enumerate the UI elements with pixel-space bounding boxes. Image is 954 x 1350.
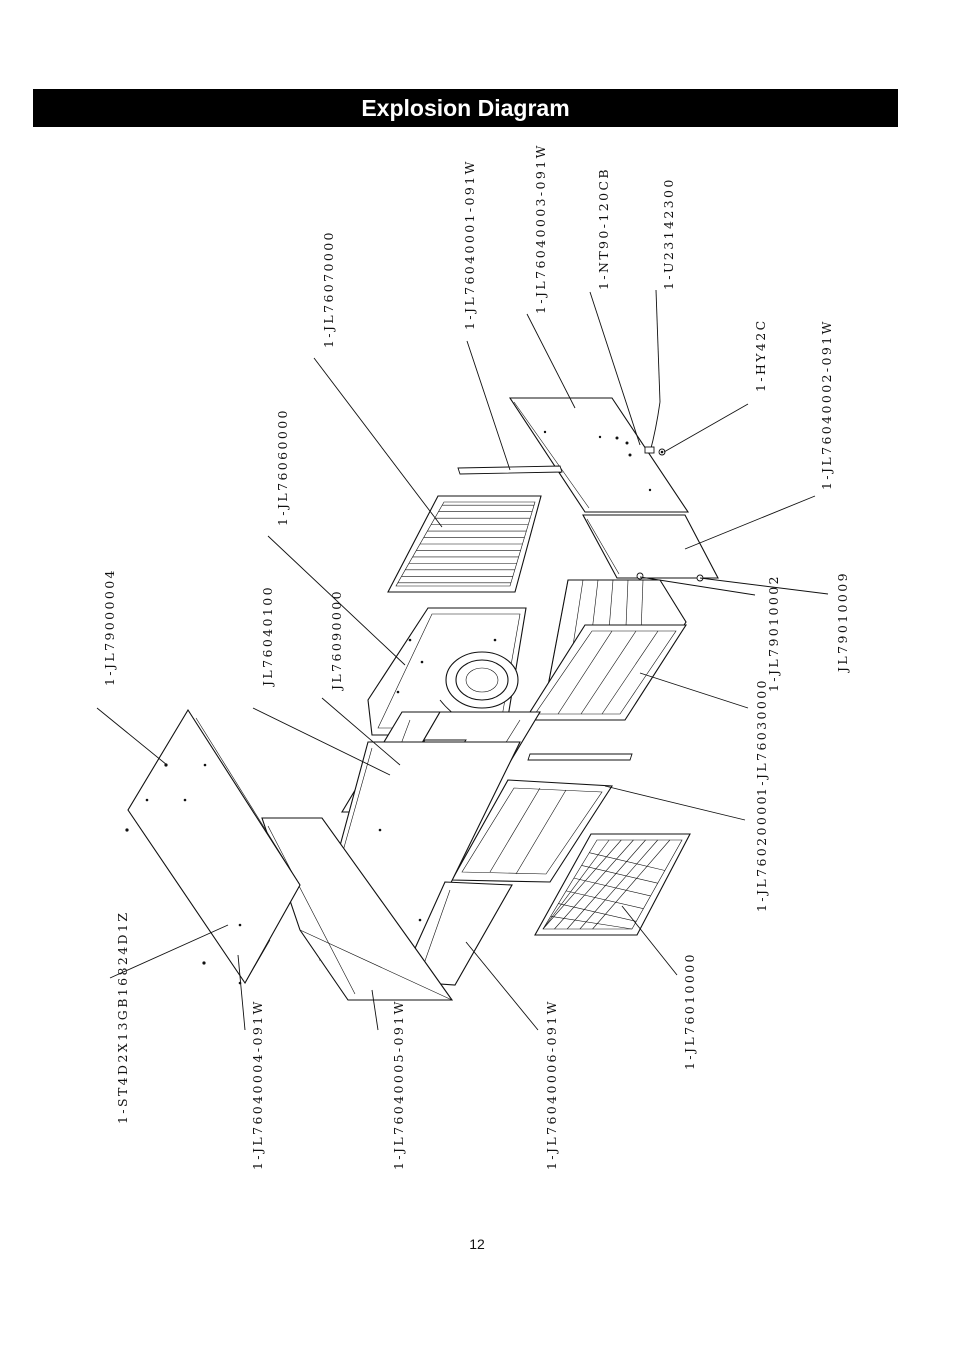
- mesh-line: [554, 839, 634, 930]
- label-p2: 1-JL76040003-091W: [533, 143, 548, 314]
- mesh-line: [581, 865, 658, 884]
- large-side-panel: [125, 708, 301, 985]
- label-p5: 1-JL76070000: [321, 230, 336, 348]
- label-p9: 1-JL79000004: [102, 568, 117, 686]
- mesh-line: [592, 839, 671, 930]
- page-number: 12: [469, 1236, 485, 1252]
- label-p13: JL79010009: [835, 571, 850, 674]
- label-p11: JL76090000: [329, 589, 344, 692]
- label-p17: 1-ST4D2X13GB16824D1Z: [115, 911, 130, 1124]
- label-p16: 1-JL76010000: [682, 952, 697, 1070]
- mesh-line: [550, 915, 633, 930]
- label-p7: 1-JL76040002-091W: [819, 319, 834, 490]
- page-title: Explosion Diagram: [33, 89, 898, 127]
- grille: [387, 495, 542, 593]
- top-panel-front: [508, 397, 690, 513]
- filter-frame: [524, 579, 688, 721]
- mesh-line: [589, 852, 665, 871]
- mesh-line: [579, 839, 658, 930]
- label-p4: 1-U23142300: [661, 177, 676, 290]
- mesh-line: [542, 839, 622, 930]
- inner-frame: [451, 779, 613, 883]
- mesh-filter: [534, 833, 691, 936]
- mesh-line: [566, 890, 644, 909]
- label-p12: 1-JL79010002: [766, 574, 781, 692]
- label-p10: JL76040100: [260, 585, 275, 688]
- mesh-line: [566, 839, 646, 930]
- label-p19: 1-JL76040005-091W: [391, 999, 406, 1170]
- leader-lines: [96, 289, 829, 1031]
- label-p20: 1-JL76040006-091W: [544, 999, 559, 1170]
- label-p18: 1-JL76040004-091W: [250, 999, 265, 1170]
- label-p3: 1-NT90-120CB: [596, 167, 611, 290]
- rail-bar: [527, 753, 633, 761]
- label-p8: 1-JL76060000: [275, 408, 290, 526]
- label-p14: 1-JL76030000: [754, 678, 769, 796]
- label-p15: 1-JL76020000: [754, 794, 769, 912]
- label-p1: 1-JL76040001-091W: [462, 159, 477, 330]
- mesh-line: [573, 877, 651, 897]
- top-panel-rear: [582, 514, 719, 579]
- connector-parts: [636, 401, 704, 582]
- label-p6: 1-HY42C: [753, 318, 768, 392]
- bottom-panel: [261, 817, 454, 1001]
- mesh-line: [558, 903, 637, 922]
